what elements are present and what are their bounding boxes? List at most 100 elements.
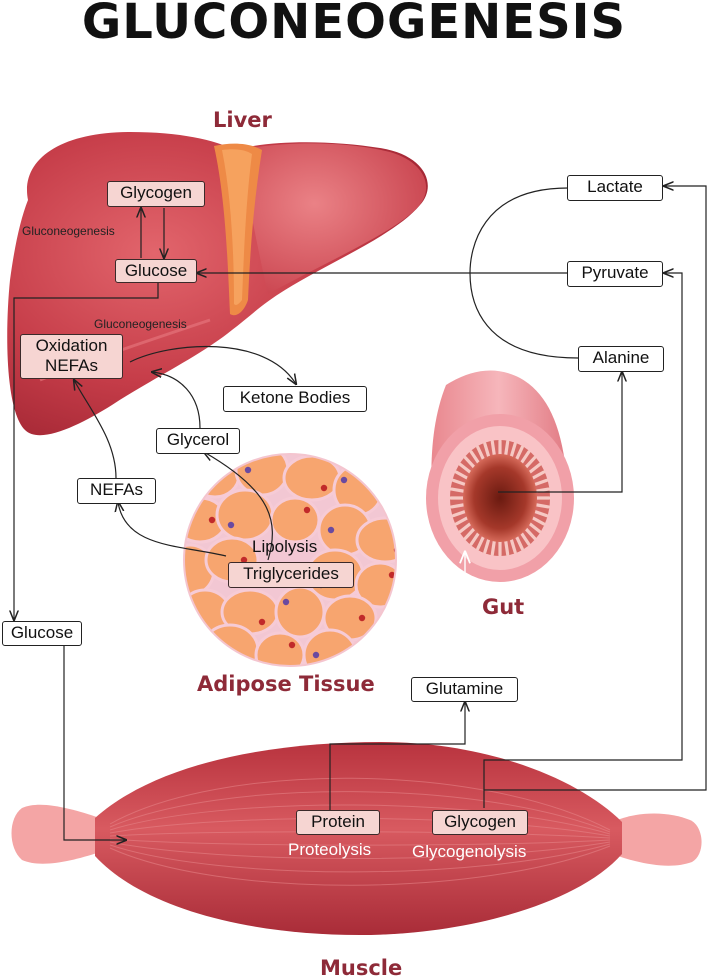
villus: [528, 522, 542, 534]
villus: [520, 450, 531, 465]
villus: [509, 538, 517, 554]
nefas-box: NEFAs: [77, 478, 156, 504]
gut-villi: [449, 439, 551, 557]
muscle-fibers: [109, 777, 611, 886]
cell-nucleus: [388, 571, 396, 579]
cell-nucleus: [240, 556, 248, 564]
adipocyte: [274, 585, 326, 639]
villus: [490, 539, 496, 556]
villus: [534, 503, 550, 509]
villus: [451, 478, 467, 487]
adipocyte: [215, 488, 275, 542]
ketone-bodies-box: Ketone Bodies: [223, 386, 367, 412]
villus: [458, 522, 472, 534]
liver-glucose-box: Glucose: [115, 259, 197, 283]
lipolysis-label: Lipolysis: [252, 537, 318, 556]
cell-nucleus: [173, 557, 179, 563]
glutamine-box: Glutamine: [411, 677, 518, 702]
page-title: GLUCONEOGENESIS: [81, 0, 627, 50]
villus: [533, 509, 549, 518]
villus: [524, 456, 537, 469]
cell-nucleus: [258, 618, 266, 626]
villus: [469, 531, 480, 546]
liver-glycogen-box: Glycogen: [107, 181, 205, 207]
adipocyte: [355, 516, 396, 564]
villus: [454, 470, 469, 480]
arrow-nefas-to-oxidation: [74, 380, 117, 479]
cell-nucleus: [320, 484, 328, 492]
arrow-blood-glucose-to-muscle: [63, 645, 126, 840]
adipose-tissue-label: Adipose Tissue: [197, 672, 375, 696]
adipocyte: [269, 496, 321, 544]
muscle-fiber-line: [109, 843, 611, 873]
villus: [463, 456, 476, 469]
arrow-lipolysis-to-nefas: [118, 502, 227, 557]
cell-nucleus: [358, 614, 366, 622]
alanine-box: Alanine: [578, 346, 664, 372]
oxidation-line-1: Oxidation: [35, 336, 108, 355]
muscle-fiber-line: [109, 777, 611, 831]
arrow-glycerol-to-liver: [152, 372, 201, 429]
villus: [533, 478, 549, 487]
lactate-box: Lactate: [567, 175, 663, 201]
cell-nucleus: [208, 516, 216, 524]
villus: [528, 462, 542, 474]
muscle-illustration: [11, 742, 702, 935]
villus: [450, 487, 466, 493]
adipose-illustration: [173, 453, 397, 667]
villus: [454, 516, 469, 526]
gut-label: Gut: [482, 595, 525, 619]
blood-glucose-box: Glucose: [2, 621, 82, 646]
glycogenolysis-label: Glycogenolysis: [412, 842, 527, 861]
villus: [450, 503, 466, 509]
muscle-glycogen-box: Glycogen: [432, 810, 528, 835]
villus: [509, 442, 517, 458]
villus: [504, 440, 510, 457]
muscle-label: Muscle: [320, 956, 403, 980]
villus: [531, 516, 546, 526]
muscle-protein-box: Protein: [296, 810, 380, 835]
adipocyte: [234, 454, 290, 497]
muscle-fiber-line: [109, 791, 611, 833]
villus: [524, 527, 537, 540]
muscle-fiber-line: [109, 838, 611, 846]
liver-label: Liver: [213, 108, 272, 132]
triglycerides-box: Triglycerides: [228, 562, 354, 588]
pyruvate-box: Pyruvate: [567, 261, 663, 287]
cell-nucleus: [282, 598, 290, 606]
cell-nucleus: [288, 641, 296, 649]
villus: [451, 509, 467, 518]
villus: [476, 535, 485, 551]
adipocyte: [189, 454, 241, 499]
villus: [469, 450, 480, 465]
villus: [504, 539, 510, 556]
arrow-liver-glucose-to-blood: [14, 282, 159, 620]
villus: [515, 535, 524, 551]
curve-lactate-alanine-merge: [469, 187, 579, 359]
villus: [458, 462, 472, 474]
villus: [515, 445, 524, 461]
oxidation-nefas-box: Oxidation NEFAs: [20, 334, 123, 379]
villus: [490, 440, 496, 457]
adipocyte: [254, 631, 306, 666]
villus: [531, 470, 546, 480]
muscle-fiber-line: [109, 841, 611, 859]
cell-nucleus: [303, 506, 311, 514]
muscle-fiber-line: [109, 804, 611, 835]
cell-nucleus: [227, 521, 235, 529]
adipocyte-cells: [173, 454, 396, 666]
cell-nucleus: [312, 651, 320, 659]
cell-nucleus: [212, 656, 220, 664]
arrow-protein-to-glutamine: [329, 702, 465, 810]
villus: [476, 445, 485, 461]
arrow-lipolysis-to-glycerol: [204, 452, 273, 561]
villus: [534, 487, 550, 493]
cell-nucleus: [340, 476, 348, 484]
glycerol-box: Glycerol: [156, 428, 240, 454]
oxidation-line-2: NEFAs: [45, 356, 98, 375]
villus: [483, 538, 491, 554]
gluconeogenesis-label-upper: Gluconeogenesis: [22, 224, 115, 238]
villus: [463, 527, 476, 540]
connector-lines: [14, 186, 707, 840]
arrow-gut-to-alanine: [498, 372, 622, 493]
